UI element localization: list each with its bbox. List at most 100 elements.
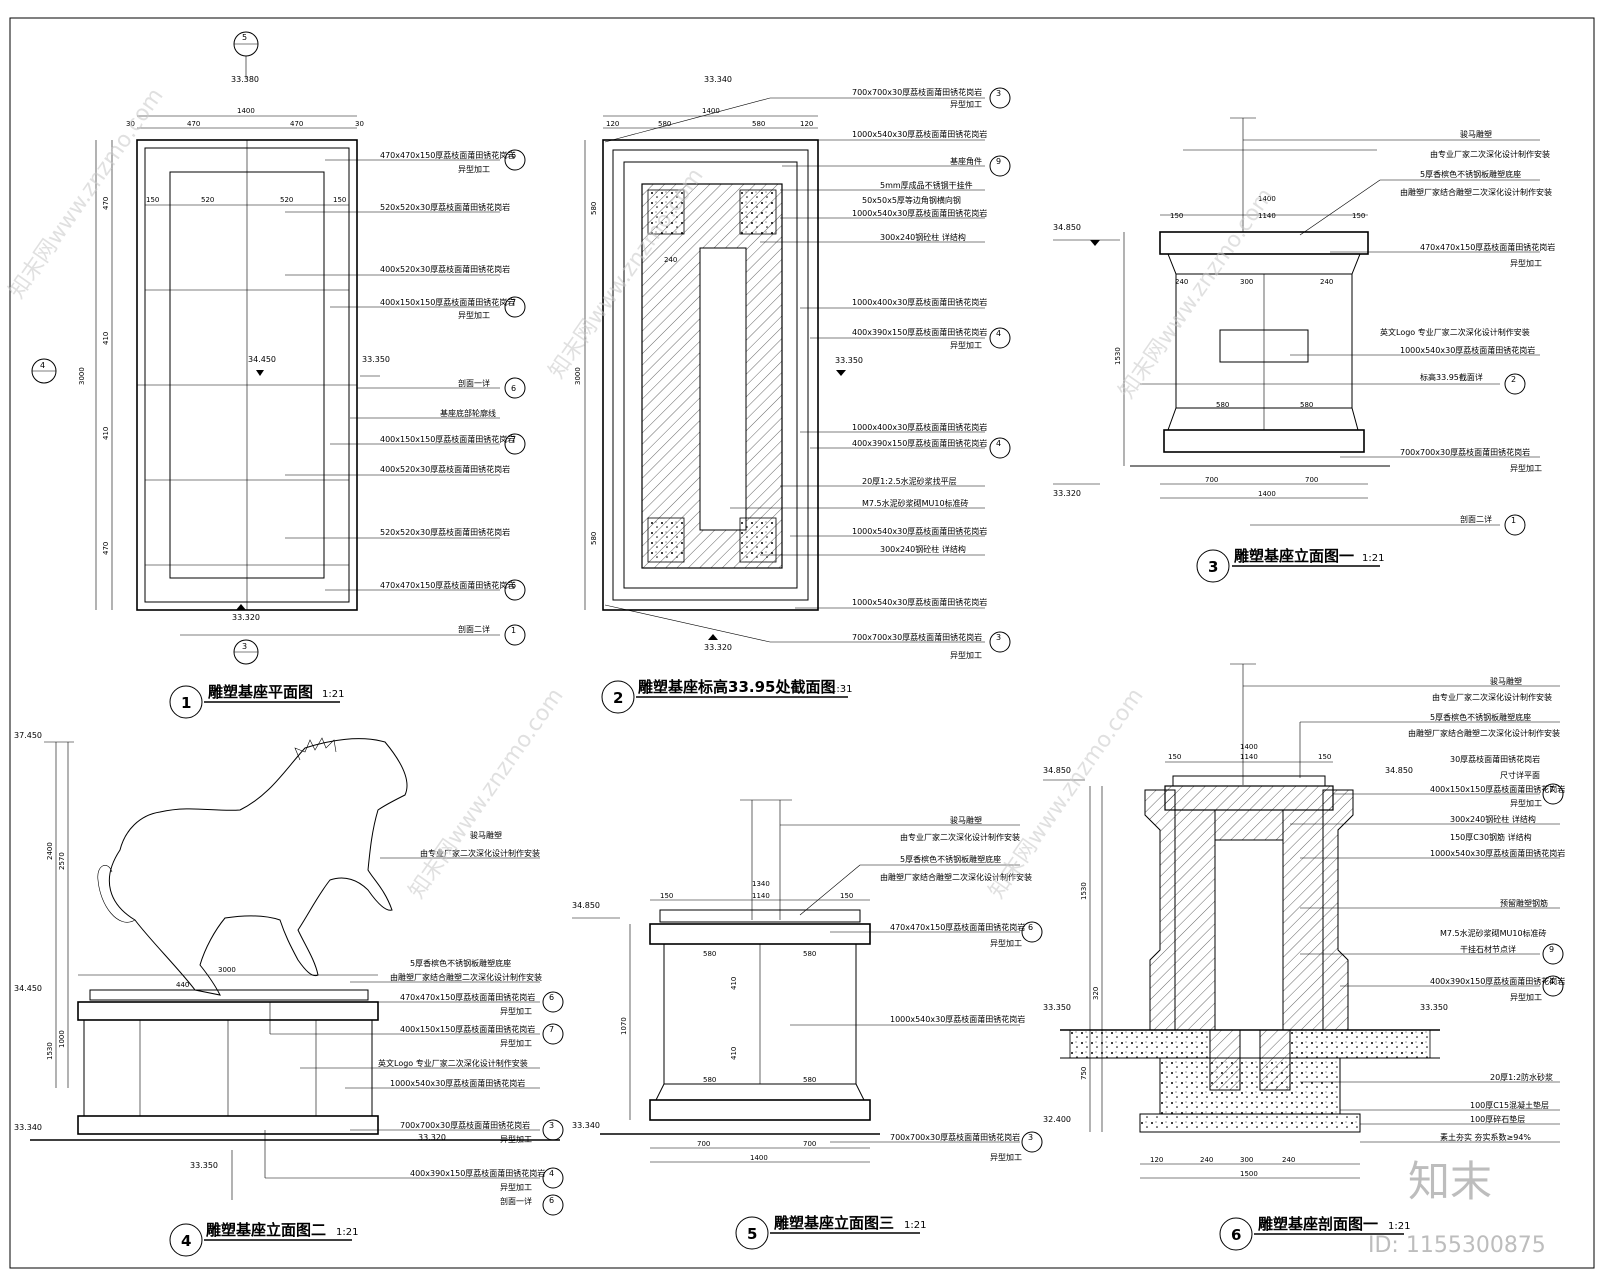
note-v5-7: 700x700x30厚荔枝面莆田锈花岗岩 xyxy=(890,1132,1020,1142)
dim-v3-150b: 150 xyxy=(1352,212,1365,220)
note-v3-11: 剖面二详 xyxy=(1460,514,1492,524)
note-v4-13: 异型加工 xyxy=(500,1182,532,1192)
callout-v4-3: 3 xyxy=(549,1121,554,1130)
view-6-title-marker xyxy=(1219,1217,1253,1251)
note-v2-10: 异型加工 xyxy=(950,340,982,350)
note-v5-2: 5厚香槟色不锈钢板雕塑底座 xyxy=(900,854,1001,864)
note-v6-17: 100厚C15混凝土垫层 xyxy=(1470,1100,1549,1110)
dim-v5-150b: 150 xyxy=(840,892,853,900)
note-v2-6: 1000x540x30厚荔枝面莆田锈花岗岩 xyxy=(852,208,987,218)
note-v3-5: 异型加工 xyxy=(1510,258,1542,268)
callout-v2-9: 9 xyxy=(996,157,1001,166)
callout-v2-3b: 3 xyxy=(996,633,1001,642)
note-v4-7: 异型加工 xyxy=(500,1038,532,1048)
v6-gravel-r xyxy=(1289,1029,1431,1059)
level-v6-32400: 32.400 xyxy=(1043,1115,1071,1124)
level-v5-34850: 34.850 xyxy=(572,901,600,910)
dim-v1-520a: 520 xyxy=(201,196,214,204)
note-v2-5: 50x50x5厚等边角钢横向钢 xyxy=(862,195,961,205)
note-v2-9: 400x390x150厚荔枝面莆田锈花岗岩 xyxy=(852,327,987,337)
notes-v4: 骏马雕塑 由专业厂家二次深化设计制作安装 5厚香槟色不锈钢板雕塑底座 由雕塑厂家… xyxy=(231,830,564,1216)
note-v3-4: 470x470x150厚荔枝面莆田锈花岗岩 xyxy=(1420,242,1555,252)
view-2-title: 雕塑基座标高33.95处截面图 xyxy=(638,678,835,696)
v6-wall-r xyxy=(1282,809,1324,1031)
level-v5-33340: 33.340 xyxy=(572,1121,600,1130)
notes-v2: 700x700x30厚荔枝面莆田锈花岗岩 异型加工 1000x540x30厚荔枝… xyxy=(604,87,1011,660)
note-v3-2: 5厚香槟色不锈钢板雕塑底座 xyxy=(1420,169,1521,179)
view-2-title-marker xyxy=(601,680,635,714)
note-v6-13: 干挂石材节点详 xyxy=(1460,944,1516,954)
dim-v1-470a: 470 xyxy=(187,120,200,128)
note-v2-0: 700x700x30厚荔枝面莆田锈花岗岩 xyxy=(852,87,982,97)
dim-v5-700b: 700 xyxy=(803,1140,816,1148)
v2-outer xyxy=(602,139,819,611)
note-v2-2: 1000x540x30厚荔枝面莆田锈花岗岩 xyxy=(852,129,987,139)
brand-logo-text: 知末 xyxy=(1408,1157,1492,1206)
note-v6-16: 20厚1:2防水砂浆 xyxy=(1490,1072,1553,1082)
dim-v4-1000: 1000 xyxy=(58,1030,66,1048)
dim-v3-1400: 1400 xyxy=(1258,195,1276,203)
view-3-title-marker xyxy=(1196,549,1230,583)
v6-wall-l xyxy=(1174,809,1216,1031)
note-v2-17: 1000x540x30厚荔枝面莆田锈花岗岩 xyxy=(852,597,987,607)
view-3-elevation: 1400 1140 150 150 240 300 240 580 580 70… xyxy=(1053,117,1555,583)
callout-v1-6c: 6 xyxy=(511,581,516,590)
dim-v1-30a: 30 xyxy=(126,120,135,128)
v4-cap xyxy=(77,1001,379,1021)
dim-v3-240b: 240 xyxy=(1320,278,1333,286)
view-1-title: 雕塑基座平面图 xyxy=(208,683,313,701)
note-v5-8: 异型加工 xyxy=(990,1152,1022,1162)
view-1-plan: 5 33.380 1400 470 470 30 30 520 520 150 … xyxy=(31,31,526,719)
dim-v4-1530: 1530 xyxy=(46,1042,54,1060)
note-v4-1: 由专业厂家二次深化设计制作安装 xyxy=(420,848,540,858)
dim-v5-1340: 1340 xyxy=(752,880,770,888)
note-v2-4: 5mm厚成品不锈钢干挂件 xyxy=(880,180,973,190)
callout-v6-4: 4 xyxy=(1549,977,1554,986)
note-v3-7: 1000x540x30厚荔枝面莆田锈花岗岩 xyxy=(1400,345,1535,355)
level-v6-34850b: 34.850 xyxy=(1385,766,1413,775)
dim-v3-580a: 580 xyxy=(1216,401,1229,409)
note-v1-4: 400x150x150厚荔枝面莆田锈花岗岩 xyxy=(380,297,515,307)
note-v6-15: 异型加工 xyxy=(1510,992,1542,1002)
note-v6-18: 100厚碎石垫层 xyxy=(1470,1114,1525,1124)
dim-v5-580b: 580 xyxy=(803,950,816,958)
callout-v1-1: 1 xyxy=(511,626,516,635)
view-2-scale: 1:31 xyxy=(830,684,852,695)
note-v4-11: 异型加工 xyxy=(500,1134,532,1144)
level-v4-33340: 33.340 xyxy=(14,1123,42,1132)
note-v1-11: 470x470x150厚荔枝面莆田锈花岗岩 xyxy=(380,580,515,590)
note-v4-8: 英文Logo 专业厂家二次深化设计制作安装 xyxy=(378,1058,528,1068)
note-v4-4: 470x470x150厚荔枝面莆田锈花岗岩 xyxy=(400,992,535,1002)
note-v6-12: M7.5水泥砂浆砌MU10标准砖 xyxy=(1440,928,1547,938)
note-v2-19: 异型加工 xyxy=(950,650,982,660)
callout-v3-1: 1 xyxy=(1511,516,1516,525)
horse-sculpture xyxy=(108,738,408,996)
dim-v2-120a: 120 xyxy=(606,120,619,128)
note-v6-14: 400x390x150厚荔枝面莆田锈花岗岩 xyxy=(1430,976,1565,986)
dim-v5-580c: 580 xyxy=(703,1076,716,1084)
note-v1-2: 520x520x30厚荔枝面莆田锈花岗岩 xyxy=(380,202,510,212)
dim-v3-700a: 700 xyxy=(1205,476,1218,484)
level-v4-34450: 34.450 xyxy=(14,984,42,993)
view-3-scale: 1:21 xyxy=(1362,553,1384,564)
v6-stem-r xyxy=(1259,1029,1291,1091)
dim-v6-1530: 1530 xyxy=(1080,882,1088,900)
marker-5-num: 5 xyxy=(242,33,247,42)
level-v4-33320: 33.320 xyxy=(418,1133,446,1142)
v6-top-plate xyxy=(1172,775,1326,787)
callout-v5-3: 3 xyxy=(1028,1133,1033,1142)
view-4-elevation: 37.450 2400 2570 1530 1000 3000 440 34.4… xyxy=(14,731,564,1257)
note-v2-13: 20厚1:2.5水泥砂浆找平层 xyxy=(862,476,957,486)
dim-v6-150a: 150 xyxy=(1168,753,1181,761)
callout-v4-4: 4 xyxy=(549,1169,554,1178)
callout-v1-7a: 7 xyxy=(511,298,516,307)
dim-v5-1070: 1070 xyxy=(620,1017,628,1035)
watermark-4: 知末网www.znzmo.com xyxy=(404,684,568,904)
note-v6-19: 素土夯实 夯实系数≥94% xyxy=(1440,1132,1531,1142)
dim-v1-150b: 150 xyxy=(333,196,346,204)
dim-v5-1400: 1400 xyxy=(750,1154,768,1162)
level-v6-33350: 33.350 xyxy=(1043,1003,1071,1012)
callout-v5-6: 6 xyxy=(1028,923,1033,932)
dim-v4-2400: 2400 xyxy=(46,842,54,860)
dim-v2-580a: 580 xyxy=(658,120,671,128)
